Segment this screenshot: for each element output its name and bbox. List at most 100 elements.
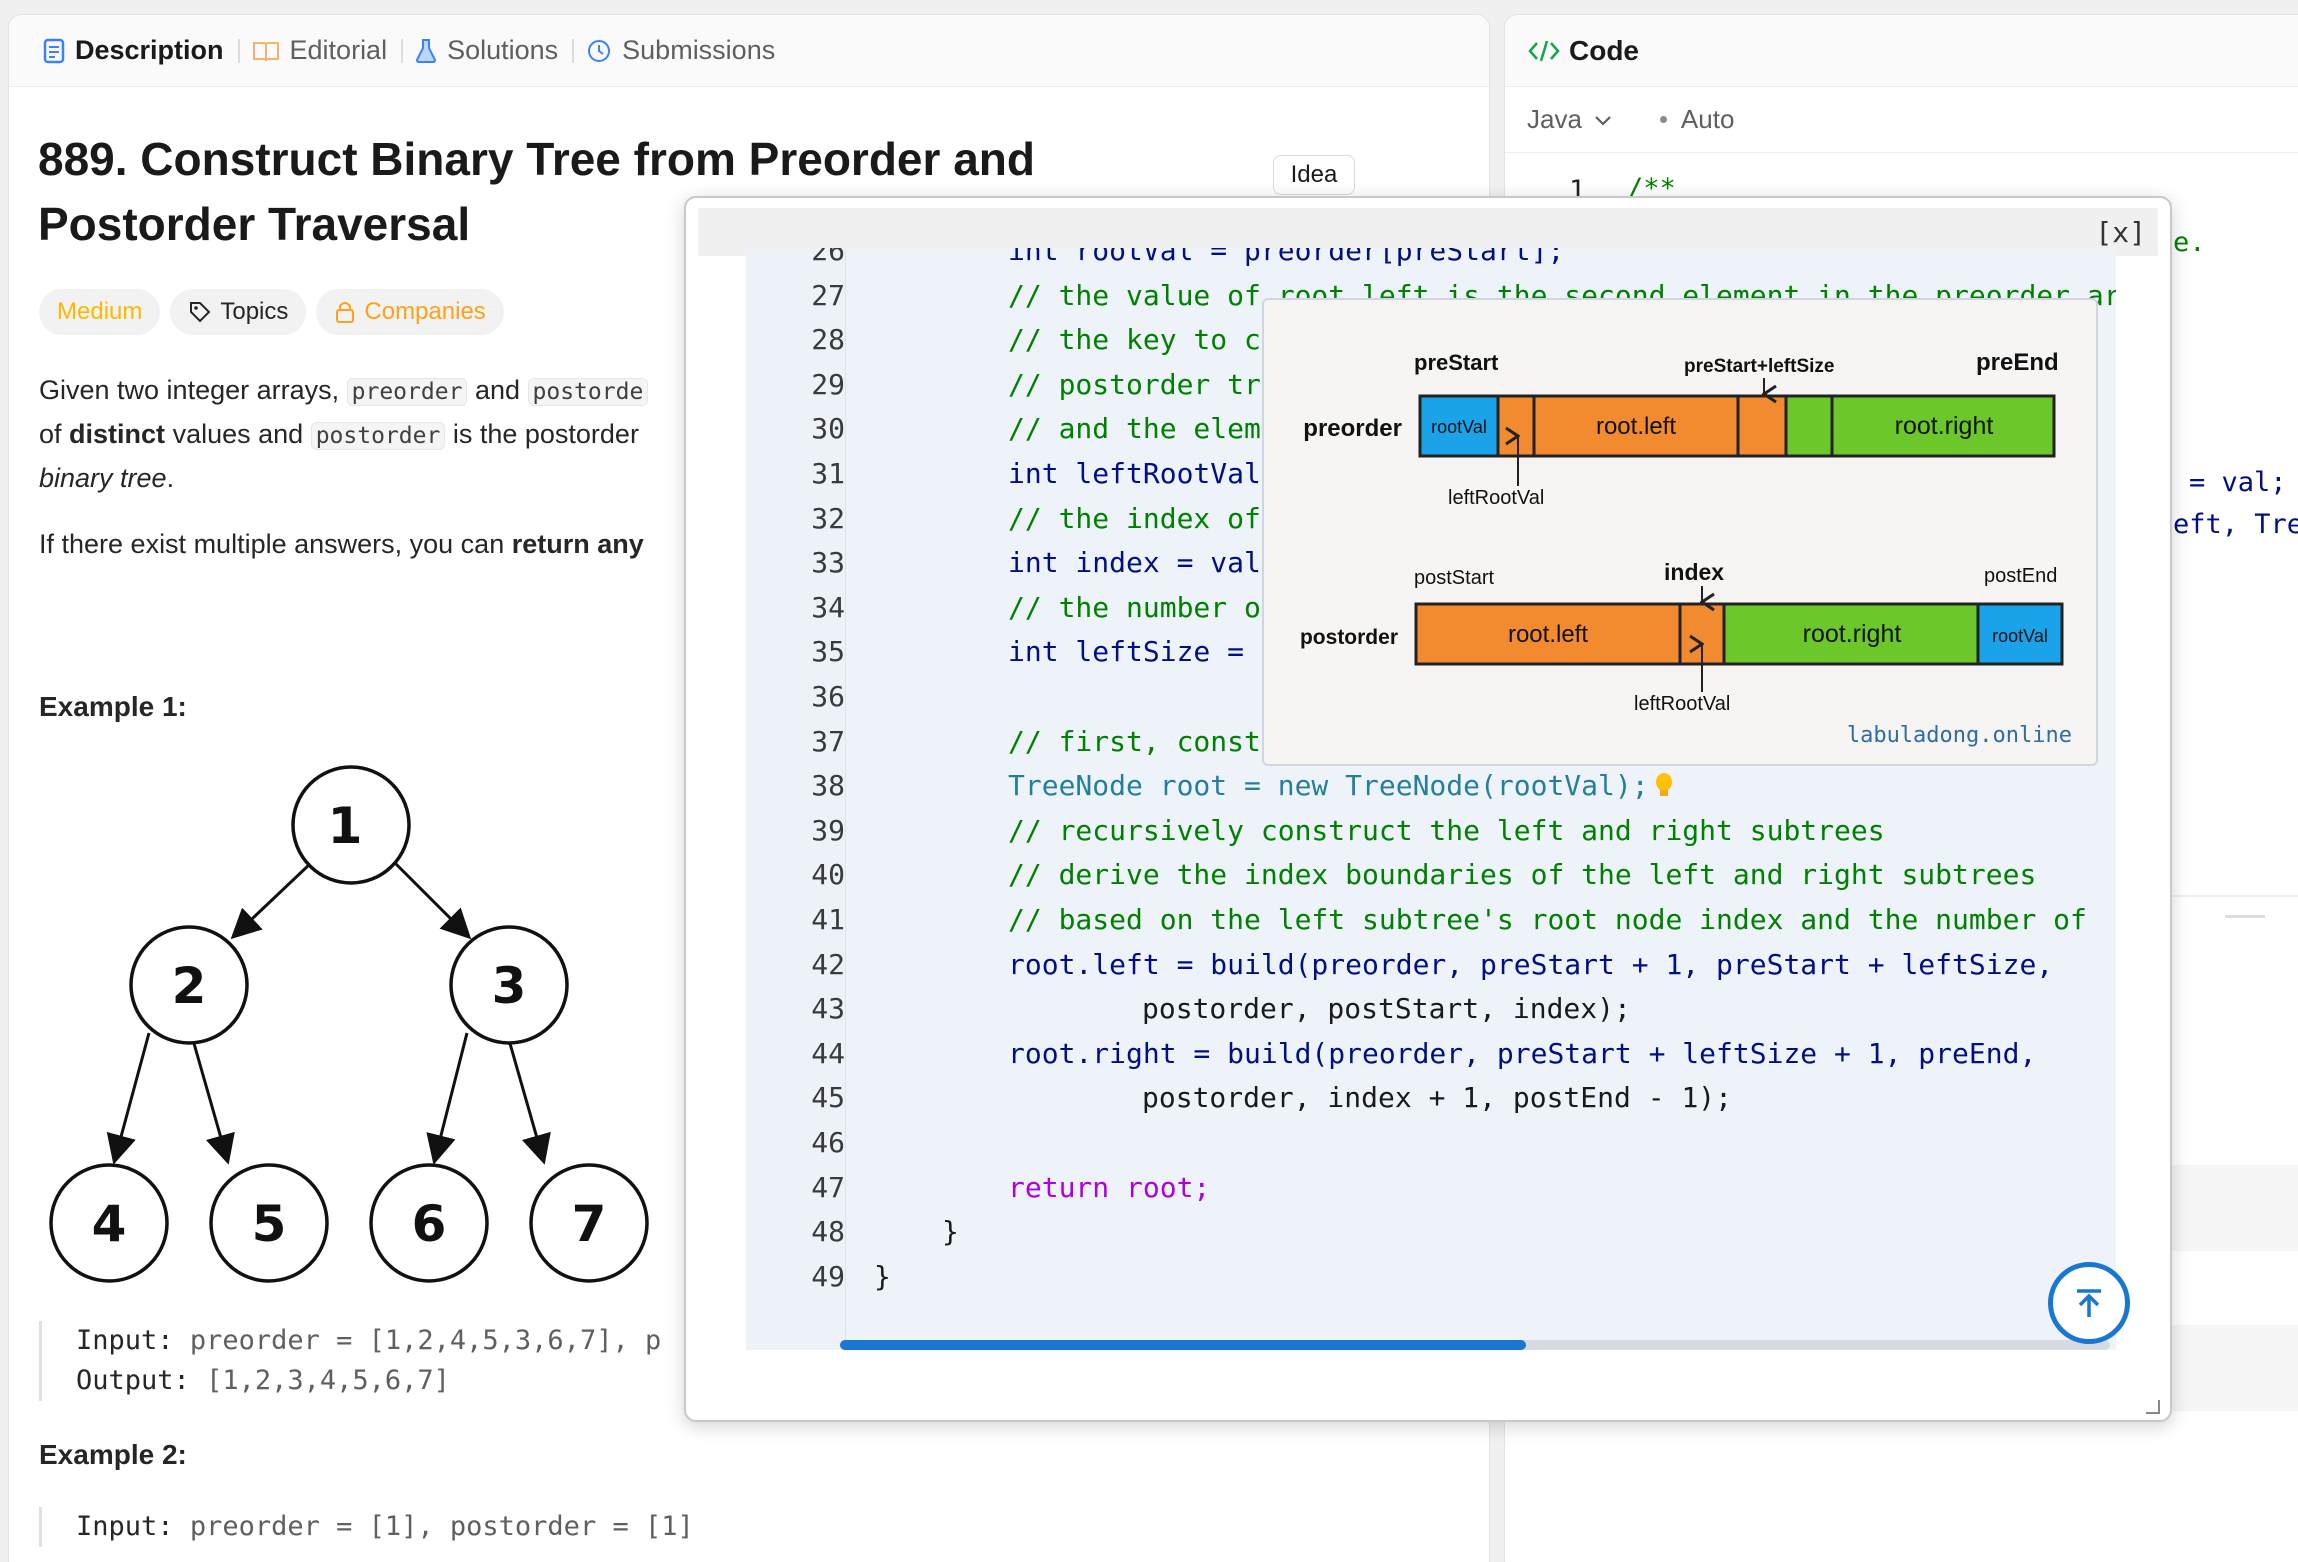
- text: of: [39, 419, 62, 449]
- example-1-title: Example 1:: [39, 691, 187, 722]
- leftrootval-text: leftRootVal: [1448, 487, 1544, 509]
- code-line: postorder, index + 1, postEnd - 1);: [1142, 1081, 1733, 1115]
- line-number: 30: [811, 412, 845, 446]
- line-number: 46: [811, 1126, 845, 1159]
- language-bar: Java Auto: [1505, 87, 2298, 153]
- diagram-credit: labuladong.online: [1846, 723, 2072, 748]
- tab-submissions[interactable]: Submissions: [574, 31, 789, 71]
- idea-button[interactable]: Idea: [1273, 155, 1355, 195]
- code-line: int index = val: [1008, 546, 1261, 580]
- line-number: 48: [811, 1215, 845, 1249]
- rootval-text: rootVal: [1431, 417, 1487, 437]
- problem-title: 889. Construct Binary Tree from Preorder…: [38, 133, 1035, 250]
- resize-grip[interactable]: [2146, 1400, 2160, 1414]
- line-number: 32: [811, 501, 845, 535]
- text: and: [474, 375, 520, 405]
- mode-label[interactable]: Auto: [1680, 104, 1735, 134]
- tab-editorial[interactable]: Editorial: [240, 31, 402, 71]
- code-line: }: [874, 1259, 891, 1293]
- tab-separator: [401, 38, 404, 63]
- book-icon: [252, 41, 279, 61]
- line-number: 43: [811, 992, 845, 1026]
- description-paragraph: Given two integer arrays, preorder and p…: [39, 369, 1469, 499]
- example-2-title: Example 2:: [39, 1439, 187, 1470]
- code-line: // the key to c: [1008, 323, 1261, 357]
- line-number: 31: [811, 457, 845, 490]
- topics-badge[interactable]: Topics: [170, 289, 307, 335]
- root-left-text: root.left: [1596, 413, 1676, 440]
- tab-bar: Description Editorial Solutions Submissi…: [9, 15, 1489, 87]
- bold-text: distinct: [69, 419, 166, 449]
- line-number: 38: [811, 769, 845, 803]
- code-line: return root;: [1008, 1170, 1211, 1204]
- inline-code: postorde: [527, 378, 649, 406]
- horizontal-scrollbar[interactable]: [840, 1340, 2110, 1350]
- line-number: 44: [811, 1036, 845, 1070]
- code-line: // based on the left subtree's root node…: [1008, 903, 2087, 936]
- code-line: // first, const: [1008, 724, 1261, 758]
- tab-description[interactable]: Description: [31, 31, 238, 71]
- tree-node-label: 4: [92, 1195, 127, 1253]
- close-button[interactable]: [x]: [2095, 216, 2146, 249]
- code-line: // the number o: [1008, 590, 1261, 624]
- line-number: 26: [811, 248, 845, 267]
- poststart-label: postStart: [1414, 567, 1494, 589]
- text: values and: [172, 419, 304, 449]
- code-line: }: [942, 1215, 959, 1249]
- scroll-to-top-button[interactable]: [2048, 1262, 2130, 1344]
- tree-node-label: 3: [492, 957, 527, 1015]
- lock-icon: [336, 302, 355, 323]
- italic-text: binary tree: [39, 463, 167, 493]
- tab-solutions[interactable]: Solutions: [403, 31, 572, 71]
- line-number: 42: [811, 947, 845, 981]
- code-title: Code: [1569, 34, 1639, 66]
- code-line: // and the eleme: [1008, 412, 1278, 446]
- tree-node-label: 5: [252, 1195, 287, 1253]
- binary-tree-image: 1 2 3 4 5 6 7: [49, 765, 649, 1283]
- line-number: 36: [811, 680, 845, 713]
- line-number: 45: [811, 1081, 845, 1115]
- line-number: 39: [811, 813, 845, 847]
- leftrootval-cell: [1496, 394, 1536, 458]
- tree-node-label: 2: [172, 957, 207, 1015]
- scrollbar-thumb[interactable]: [840, 1340, 1526, 1350]
- description-paragraph: If there exist multiple answers, you can…: [39, 523, 1469, 565]
- code-line: root.left = build(preorder, preStart + 1…: [1008, 947, 2054, 981]
- leftrootval-text: leftRootVal: [1634, 693, 1730, 715]
- root-right-text: root.right: [1803, 620, 1902, 648]
- lightbulb-icon[interactable]: [1652, 770, 1676, 802]
- flask-icon: [416, 38, 437, 63]
- code-line: = val;: [2189, 467, 2287, 498]
- resize-handle[interactable]: [2225, 915, 2265, 918]
- postorder-label: postorder: [1300, 626, 1398, 649]
- index-label: index: [1664, 559, 1724, 585]
- rootval-cell: [1976, 602, 2064, 666]
- label: Input:: [76, 1511, 174, 1542]
- chevron-down-icon[interactable]: [1592, 112, 1614, 128]
- companies-badge[interactable]: Companies: [316, 289, 504, 335]
- value: [1,2,3,4,5,6,7]: [206, 1365, 450, 1396]
- status-dot: [1659, 116, 1667, 123]
- root-left-segment: [1532, 394, 1740, 458]
- code-line: // the index of: [1008, 501, 1261, 535]
- code-line: root.right = build(preorder, preStart + …: [1008, 1036, 2037, 1070]
- tag-icon: [190, 302, 211, 323]
- prestart-leftsize-label: preStart+leftSize: [1684, 356, 1834, 377]
- tab-separator: [572, 38, 575, 63]
- line-number: 29: [811, 367, 845, 401]
- code-line: postorder, postStart, index);: [1142, 992, 1631, 1026]
- line-number: 37: [811, 724, 845, 758]
- language-select[interactable]: Java: [1527, 104, 1582, 134]
- prestart-label: preStart: [1414, 350, 1499, 375]
- inline-code: postorder: [310, 422, 446, 450]
- root-right-segment: [1784, 394, 1834, 458]
- code-line: // derive the index boundaries of the le…: [1008, 858, 2037, 892]
- bold-text: return any: [511, 529, 644, 559]
- text: If there exist multiple answers, you can: [39, 529, 505, 559]
- code-line: int leftRootVal: [1008, 457, 1261, 490]
- line-number: 41: [811, 903, 845, 936]
- line-number: 33: [811, 546, 845, 580]
- tab-label: Editorial: [289, 35, 388, 65]
- rootval-text: rootVal: [1992, 626, 2048, 646]
